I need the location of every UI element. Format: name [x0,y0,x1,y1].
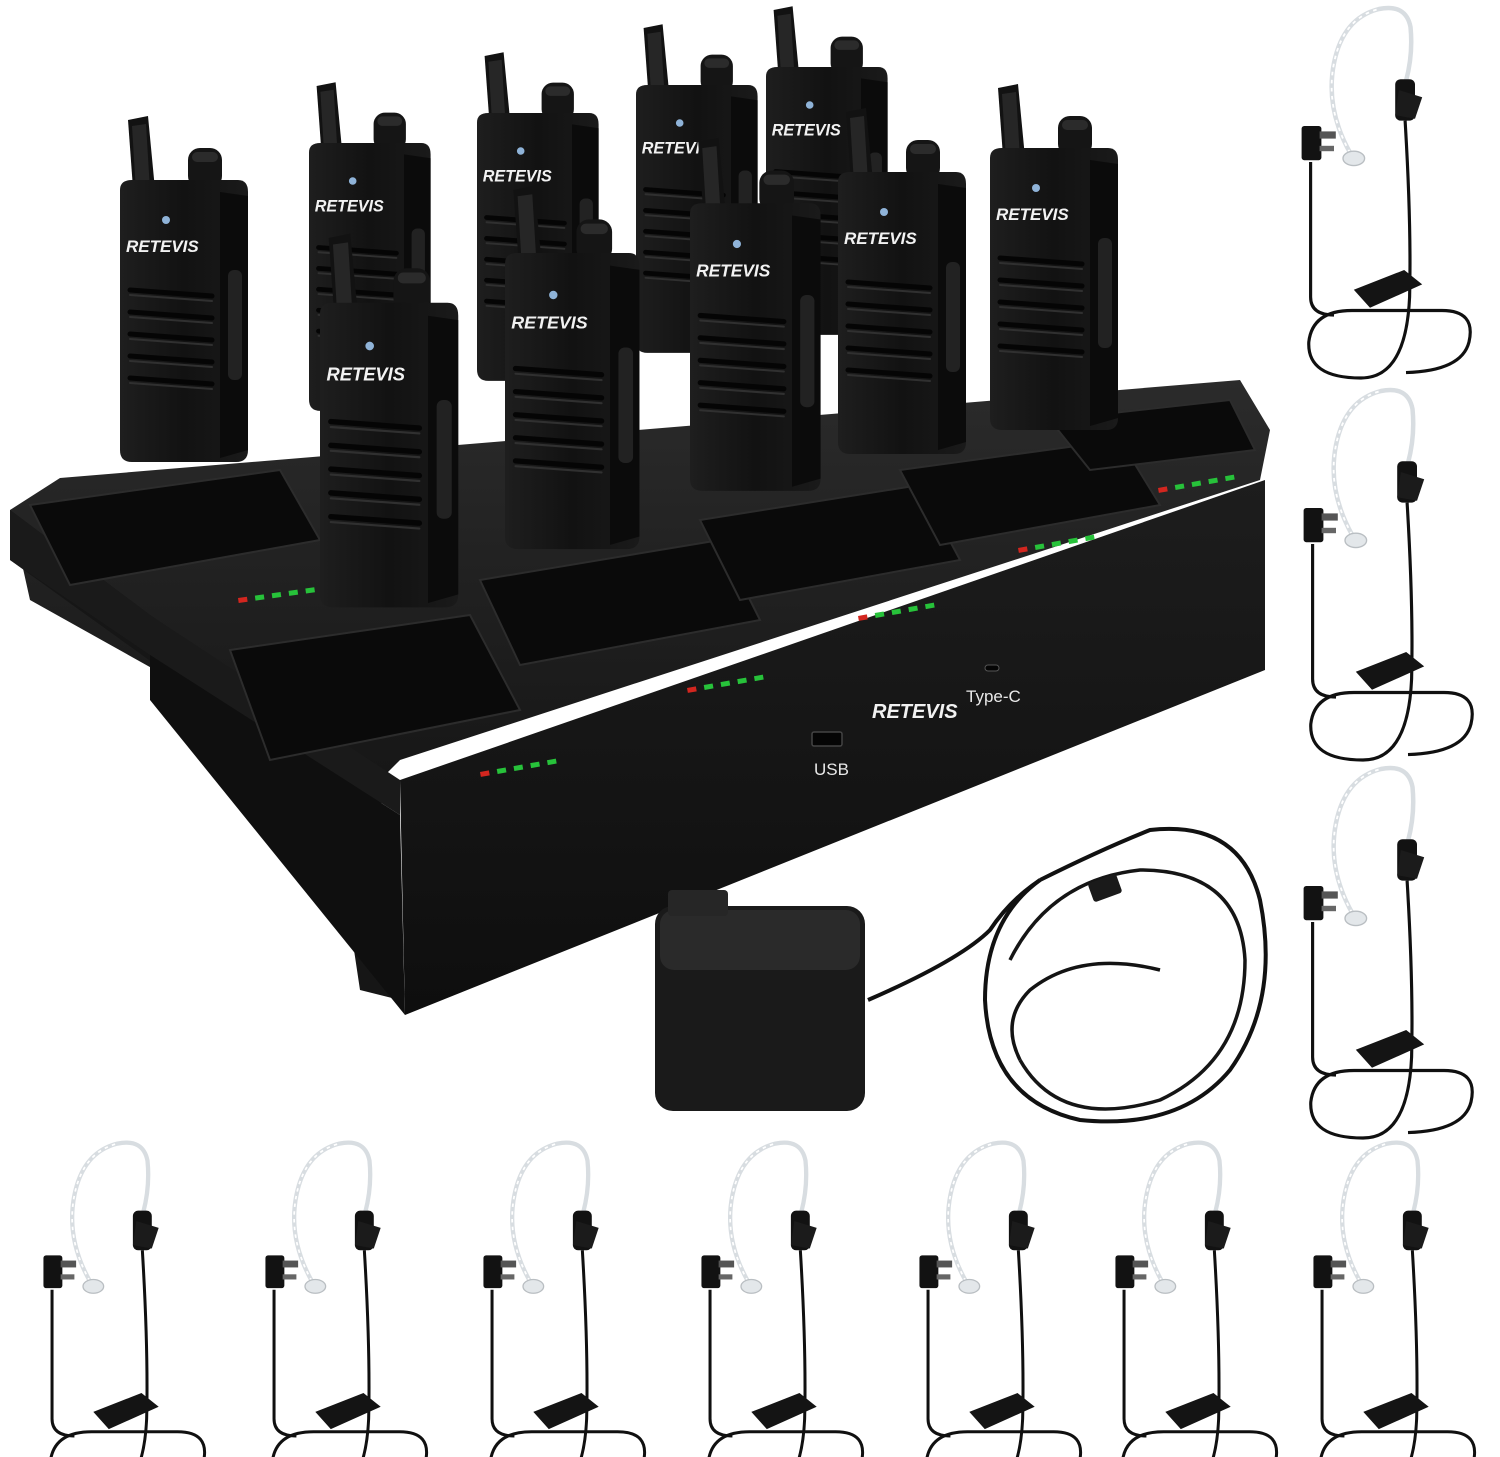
radio-brand-logo: RETEVIS [696,261,771,281]
radio-brand-logo: RETEVIS [315,197,384,215]
earpiece [1304,390,1473,760]
earpiece [265,1143,426,1457]
earpiece [1313,1143,1474,1457]
multi-unit-charger: USB Type-C RETEVIS [10,380,1270,1015]
radio: RETEVIS [505,186,639,549]
radio-brand-logo: RETEVIS [326,364,405,385]
radio: RETEVIS [690,138,821,491]
radio: RETEVIS [477,52,599,381]
radio-group: RETEVIS RETEVIS RETEVIS RETEVIS RETEVIS … [120,6,1118,607]
charge-indicator-leds [238,474,1235,777]
earpiece [701,1143,862,1457]
radio-brand-logo: RETEVIS [126,237,199,256]
earpiece [1302,8,1471,378]
radio-brand-logo: RETEVIS [996,205,1069,224]
earpiece [43,1143,204,1457]
radio: RETEVIS [309,82,431,411]
power-adapter [655,826,1268,1124]
radio-brand-logo: RETEVIS [511,313,587,333]
radio: RETEVIS [838,108,966,454]
radio-brand-logo: RETEVIS [844,229,917,248]
radio: RETEVIS [320,234,458,608]
typec-label: Type-C [966,687,1021,706]
typec-port [984,664,1000,672]
earpiece [1115,1143,1276,1457]
radio: RETEVIS [120,116,248,462]
charger-brand-logo: RETEVIS [872,701,958,723]
radio-brand-logo: RETEVIS [483,167,552,185]
earpiece [919,1143,1080,1457]
radio-brand-logo: RETEVIS [772,121,841,139]
usb-port [811,731,843,747]
earpiece [1304,768,1473,1138]
radio: RETEVIS [636,24,758,353]
usb-label: USB [814,760,849,779]
earpiece [483,1143,644,1457]
radio-brand-logo: RETEVIS [642,139,711,157]
radio: RETEVIS [766,6,888,335]
radio: RETEVIS [990,84,1118,430]
